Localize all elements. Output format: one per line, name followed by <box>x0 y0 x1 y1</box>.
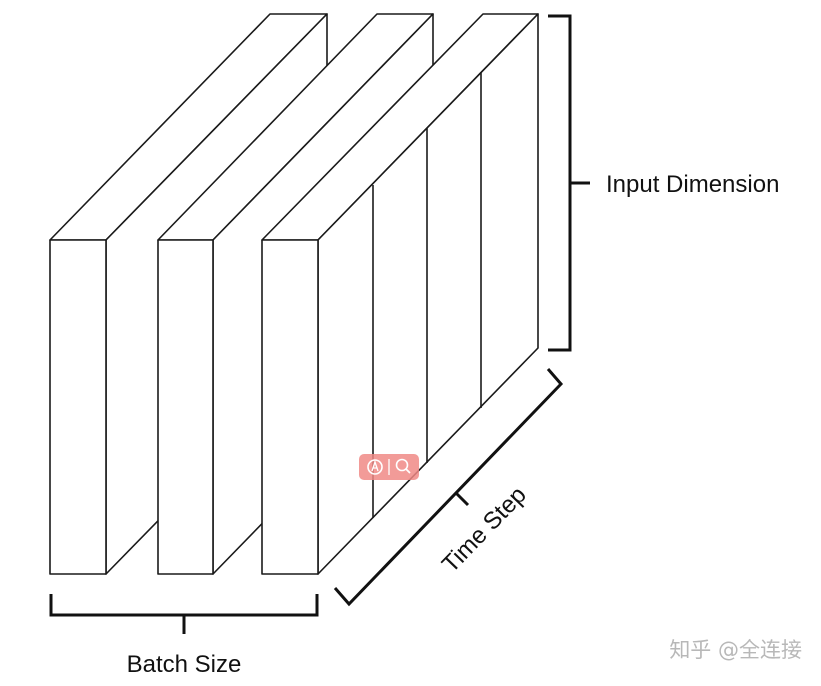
input-dimension-label: Input Dimension <box>606 171 779 198</box>
watermark-text: 知乎 @全连接 <box>669 638 802 662</box>
circle-a-icon <box>367 459 383 475</box>
slab-1-front-face <box>49 239 107 575</box>
search-icon <box>395 458 411 474</box>
batch-slab-3 <box>261 13 539 575</box>
batch-size-label: Batch Size <box>127 651 242 678</box>
batch-size-bracket <box>49 594 319 634</box>
time-step-bracket <box>333 368 564 607</box>
slab-2-front-face <box>157 239 214 575</box>
overlay-badge[interactable] <box>359 454 419 480</box>
input-dimension-bracket <box>548 14 590 352</box>
slab-3-front-face <box>261 239 319 575</box>
